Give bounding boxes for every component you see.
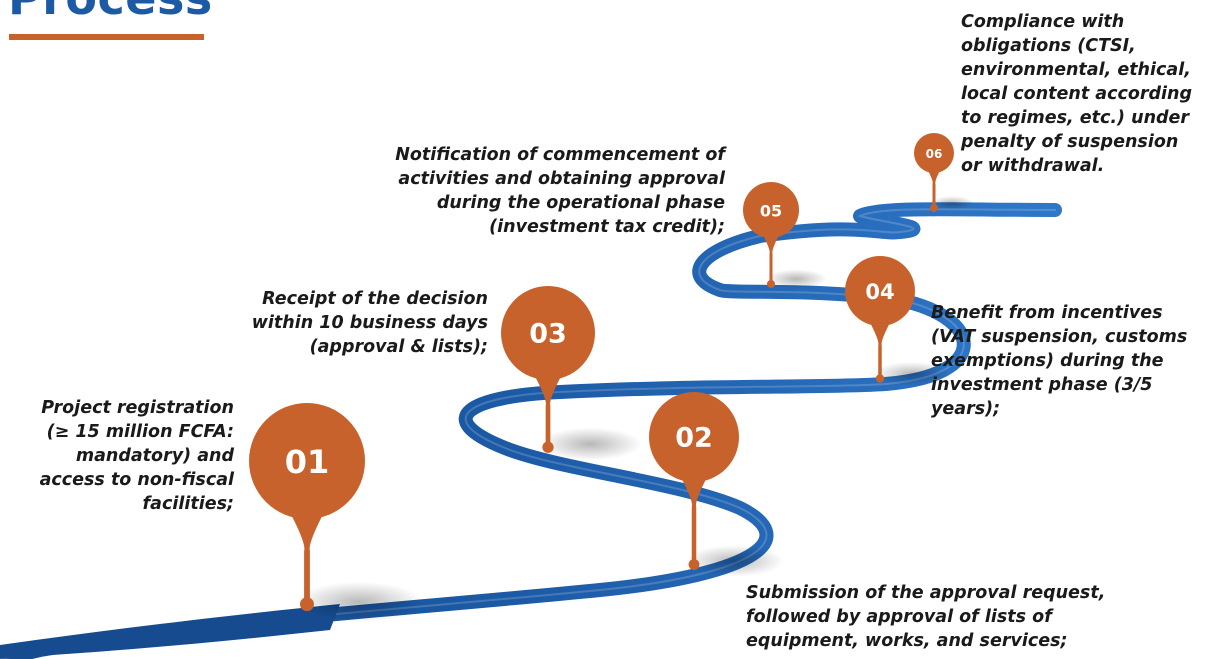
pin-tip: [930, 204, 938, 212]
step-06-text: Compliance with obligations (CTSI, envir…: [961, 12, 1193, 176]
step-number-label: 03: [529, 319, 567, 350]
pin-head: [845, 256, 915, 326]
step-02-pin: 02: [649, 392, 784, 577]
step-01-text: Project registration (≥ 15 million FCFA:…: [39, 398, 234, 514]
step-04-pin: 04: [845, 256, 950, 387]
step-06-pin: 06: [914, 133, 974, 212]
road-foreground-wedge: [0, 604, 340, 659]
pin-stem: [280, 495, 334, 605]
page-title: Process: [8, 0, 213, 24]
pin-stem: [673, 464, 715, 565]
title-underline: [9, 34, 204, 40]
pin-shadow: [685, 545, 784, 577]
step-number-label: 02: [675, 423, 713, 454]
pin-head: [501, 286, 595, 380]
pin-tip: [300, 597, 314, 612]
step-05-text: Notification of commencement of activiti…: [395, 145, 725, 237]
pin-stem: [526, 361, 570, 448]
pin-shadow: [930, 196, 974, 210]
pin-tip: [688, 559, 700, 570]
pin-shadow: [873, 361, 950, 387]
step-04-text: Benefit from incentives (VAT suspension,…: [931, 303, 1188, 419]
pin-head: [914, 133, 954, 173]
pin-stem: [758, 226, 784, 284]
pin-tip: [542, 441, 554, 453]
pin-head: [743, 182, 799, 238]
pin-tip: [767, 280, 775, 288]
step-number-label: 05: [760, 202, 782, 221]
pin-shadow: [538, 427, 642, 461]
step-number-label: 04: [865, 280, 894, 304]
step-01-pin: 01: [249, 403, 424, 623]
pin-head: [249, 403, 365, 519]
pin-shadow: [765, 269, 827, 289]
pin-shadow: [295, 581, 424, 623]
step-number-label: 06: [926, 147, 943, 161]
step-03-text: Receipt of the decision within 10 busine…: [251, 289, 488, 357]
step-03-pin: 03: [501, 286, 642, 461]
pin-tip: [875, 374, 885, 383]
step-05-pin: 05: [743, 182, 827, 289]
pin-stem: [925, 165, 943, 208]
pin-head: [649, 392, 739, 482]
pin-stem: [864, 312, 896, 379]
step-number-label: 01: [285, 443, 330, 481]
step-02-text: Submission of the approval request, foll…: [746, 583, 1106, 651]
